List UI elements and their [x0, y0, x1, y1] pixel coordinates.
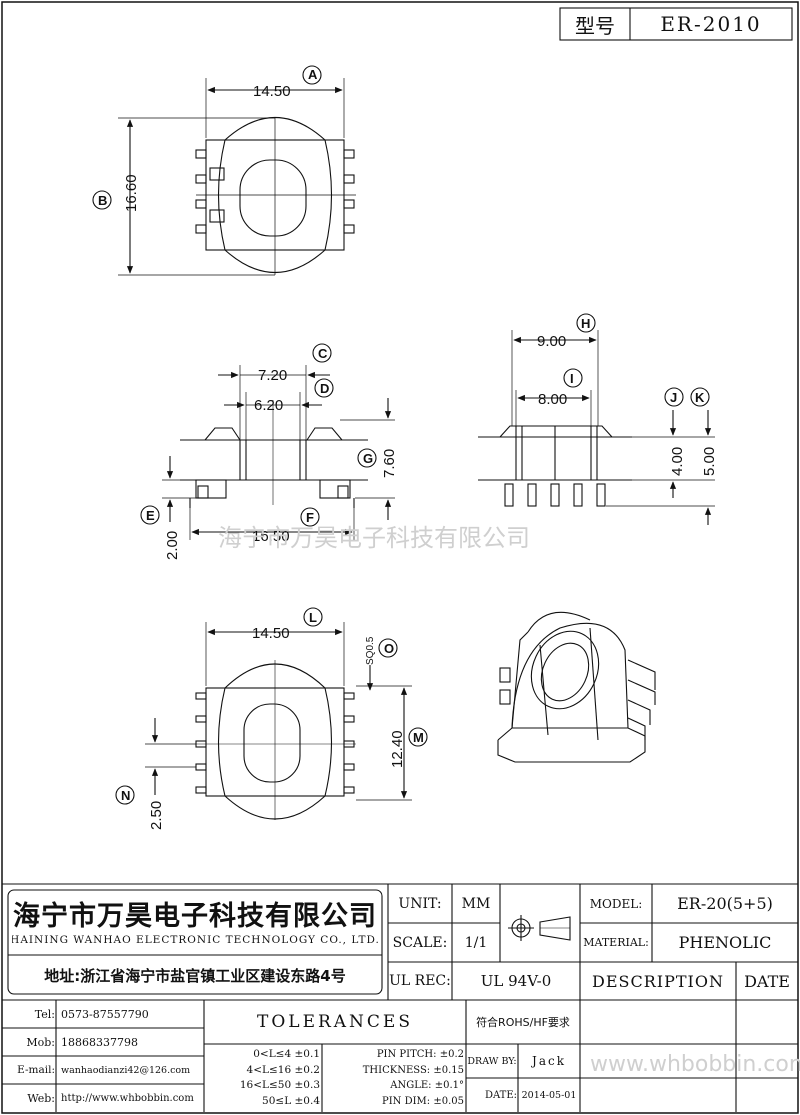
dim-f-text: 16.50: [252, 528, 290, 545]
scale-label: SCALE:: [392, 934, 448, 951]
label-i: I: [570, 371, 574, 386]
contact-email-label: E-mail:: [17, 1064, 55, 1076]
dim-k-text: 5.00: [701, 447, 718, 476]
tolerance-range: 16<L≤50 ±0.3: [239, 1079, 320, 1091]
label-l: L: [309, 610, 317, 625]
model-label: MODEL:: [589, 896, 643, 911]
dim-n-text: 2.50: [148, 801, 165, 830]
contact-web-value: http://www.whbobbin.com: [61, 1092, 194, 1104]
description-label: DESCRIPTION: [592, 971, 724, 991]
unit-value: MM: [461, 895, 491, 912]
dim-c-text: 7.20: [258, 367, 287, 384]
type-value: ER-2010: [660, 12, 762, 36]
pin-tolerance: THICKNESS: ±0.15: [362, 1064, 464, 1076]
label-d: D: [320, 381, 329, 396]
tolerance-range: 50≤L ±0.4: [262, 1094, 320, 1107]
bottom-view: [115, 607, 428, 820]
isometric-view: [497, 611, 656, 763]
material-label: MATERIAL:: [583, 936, 649, 949]
tolerances-title: TOLERANCES: [257, 1012, 413, 1032]
contact-mob-value: 18868337798: [61, 1035, 138, 1049]
dim-j-text: 4.00: [669, 447, 686, 476]
label-k: K: [695, 390, 705, 405]
label-j: J: [670, 390, 677, 405]
pin-tolerance: ANGLE: ±0.1°: [390, 1080, 464, 1091]
label-g: G: [363, 451, 373, 466]
tolerance-range: 4<L≤16 ±0.2: [246, 1063, 320, 1076]
dim-e-text: 2.00: [164, 531, 181, 560]
side-view: [478, 313, 715, 525]
contact-email-value: wanhaodianzi42@126.com: [61, 1064, 191, 1076]
title-block-grid: [2, 7, 798, 1112]
type-label: 型号: [575, 13, 615, 38]
date-value: 2014-05-01: [521, 1089, 577, 1101]
label-b: B: [98, 193, 107, 208]
date-label: DATE: [744, 971, 790, 991]
label-m: M: [413, 730, 424, 745]
label-o: O: [384, 641, 394, 656]
contact-mob-label: Mob:: [26, 1035, 55, 1049]
scale-value: 1/1: [464, 934, 488, 951]
label-a: A: [308, 67, 318, 82]
contact-tel-value: 0573-87557790: [61, 1007, 149, 1021]
dim-i-text: 8.00: [538, 391, 567, 408]
tolerance-range: 0<L≤4 ±0.1: [253, 1048, 320, 1060]
ulrec-value: UL 94V-0: [480, 972, 552, 990]
dim-h-text: 9.00: [537, 333, 566, 350]
label-c: C: [318, 346, 328, 361]
draw-by-label: DRAW BY:: [467, 1055, 517, 1067]
label-n: N: [121, 788, 130, 803]
pin-tolerances: PIN PITCH: ±0.2 THICKNESS: ±0.15 ANGLE: …: [324, 1047, 464, 1109]
material-value: PHENOLIC: [678, 933, 772, 952]
watermark-company: 海宁市万昊电子科技有限公司: [218, 524, 530, 552]
dim-b-text: 16.60: [123, 174, 140, 212]
watermark-url: www.whbobbin.com: [590, 1052, 800, 1077]
compliance-note: 符合ROHS/HF要求: [476, 1016, 570, 1029]
label-e: E: [146, 508, 155, 523]
company-address: 地址:浙江省海宁市盐官镇工业区建设东路4号: [44, 966, 346, 985]
pin-tolerance: PIN PITCH: ±0.2: [376, 1049, 464, 1060]
label-h: H: [581, 316, 590, 331]
dim-g-text: 7.60: [381, 449, 398, 478]
top-view: [92, 65, 356, 276]
dim-a-text: 14.50: [253, 83, 291, 100]
dim-l-text: 14.50: [252, 625, 290, 642]
ulrec-label: UL REC:: [389, 973, 451, 989]
company-name-cn: 海宁市万昊电子科技有限公司: [13, 900, 377, 932]
date-label-2: DATE:: [484, 1089, 517, 1101]
dim-m-text: 12.40: [389, 730, 406, 768]
contact-web-label: Web:: [27, 1091, 55, 1105]
tolerance-ranges: 0<L≤4 ±0.1 4<L≤16 ±0.2 16<L≤50 ±0.3 50≤L…: [208, 1047, 320, 1109]
dim-o-text: SQ0.5: [365, 636, 376, 665]
unit-label: UNIT:: [398, 895, 442, 912]
model-value: ER-20(5+5): [677, 894, 773, 913]
contact-tel-label: Tel:: [34, 1007, 55, 1021]
pin-tolerance: PIN DIM: ±0.05: [381, 1095, 464, 1107]
label-f: F: [306, 510, 314, 525]
company-name-en: HAINING WANHAO ELECTRONIC TECHNOLOGY CO.…: [12, 934, 378, 946]
dim-d-text: 6.20: [254, 397, 283, 414]
draw-by-value: Jack: [532, 1054, 566, 1068]
front-view: [140, 343, 395, 540]
